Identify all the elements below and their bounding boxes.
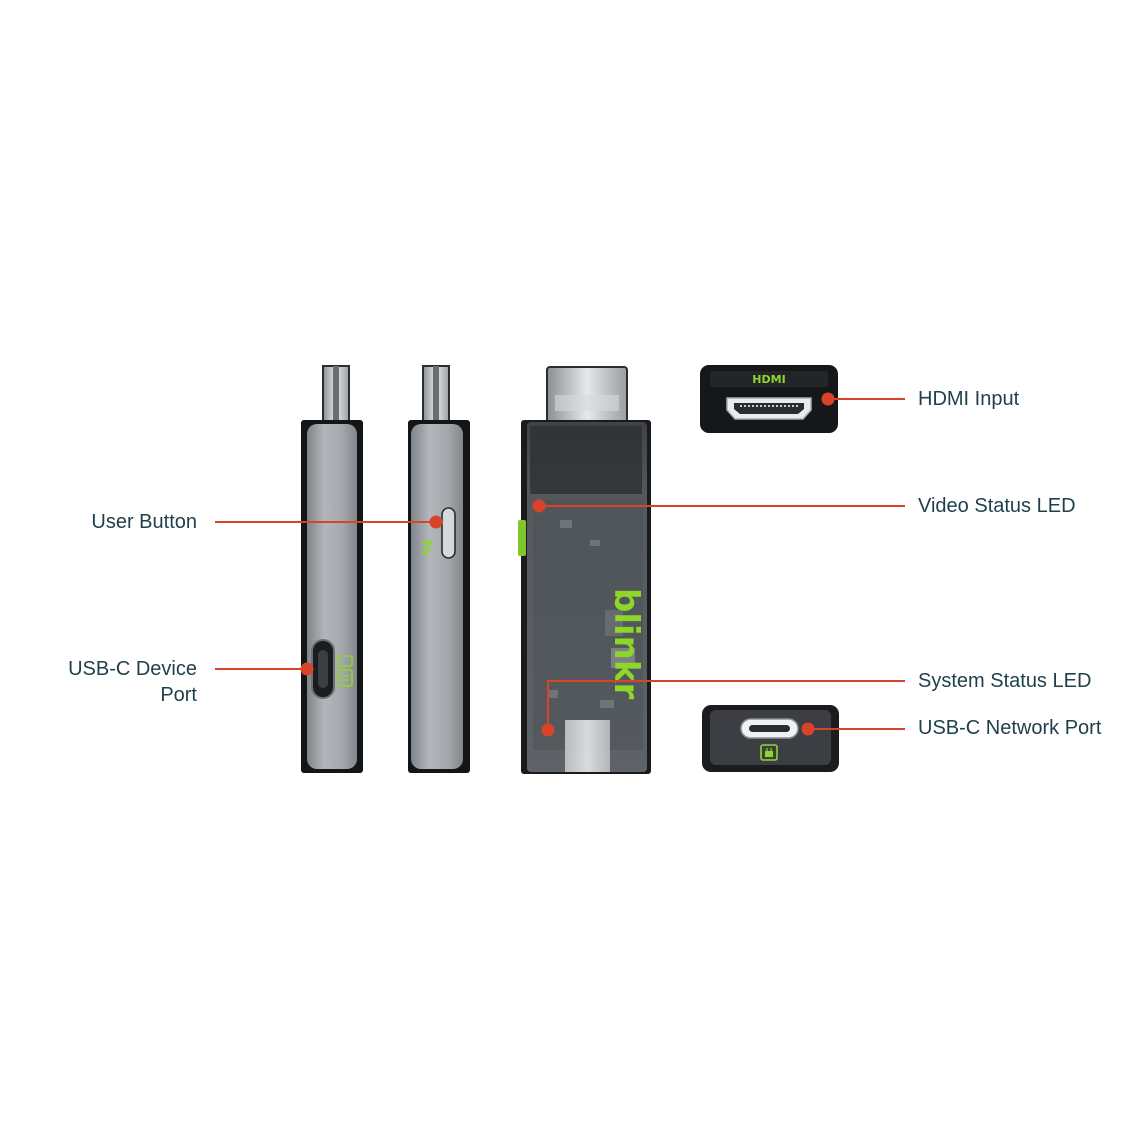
hdmi-end-view: HDMI <box>700 365 838 433</box>
board-chip <box>605 610 623 636</box>
plug-highlight <box>555 395 619 411</box>
system-status-led-leader <box>547 680 905 730</box>
board-chip <box>611 648 635 668</box>
fn-key-label: fn <box>418 540 433 555</box>
hdmi-port-inner <box>734 403 804 414</box>
usb-c-device-dot <box>300 662 314 676</box>
label-hdmi-input: HDMI Input <box>918 388 1020 410</box>
device-front-view: blinkr <box>518 366 651 774</box>
brand-logo: blinkr <box>606 588 646 699</box>
board-component <box>600 700 614 708</box>
side-body-face <box>411 424 463 769</box>
device-side-view-left <box>301 365 363 773</box>
hdmi-port-label: HDMI <box>752 373 785 386</box>
label-user-button: User Button <box>91 511 197 533</box>
side-body-face <box>307 424 357 769</box>
label-usb-c-device-line2: Port <box>160 684 197 706</box>
board-component <box>590 540 600 546</box>
side-green-accent <box>518 520 526 556</box>
label-system-status-led: System Status LED <box>918 670 1092 692</box>
plug-edge-shadow <box>433 366 439 428</box>
usb-c-network-port-inner <box>749 725 790 732</box>
board-component <box>560 520 572 528</box>
user-button <box>441 507 456 559</box>
circuit-board <box>533 500 643 750</box>
usb-c-port-inner <box>318 650 328 688</box>
hdmi-input-dot <box>821 392 835 406</box>
board-component <box>548 690 558 698</box>
system-status-led-dot <box>541 723 555 737</box>
callout-lines <box>215 398 905 730</box>
plug-edge-shadow <box>333 366 339 428</box>
label-usb-c-network-port: USB-C Network Port <box>918 717 1102 739</box>
label-usb-c-device-line1: USB-C Device <box>68 658 197 680</box>
usb-c-network-port-connector <box>565 720 610 772</box>
video-status-led-dot <box>532 499 546 513</box>
network-icon <box>760 744 778 761</box>
label-usb-c-device-port: USB-C Device Port <box>68 656 197 708</box>
hdmi-end-top <box>710 371 828 387</box>
label-video-status-led: Video Status LED <box>918 495 1076 517</box>
usb-c-network-end-view <box>702 705 839 772</box>
callout-dots <box>300 392 835 737</box>
user-button-dot <box>429 515 443 529</box>
usb-c-network-dot <box>801 722 815 736</box>
shell-top-shadow <box>530 426 642 494</box>
device-side-view-middle: fn <box>408 365 470 773</box>
usb-device-icon <box>337 655 353 687</box>
